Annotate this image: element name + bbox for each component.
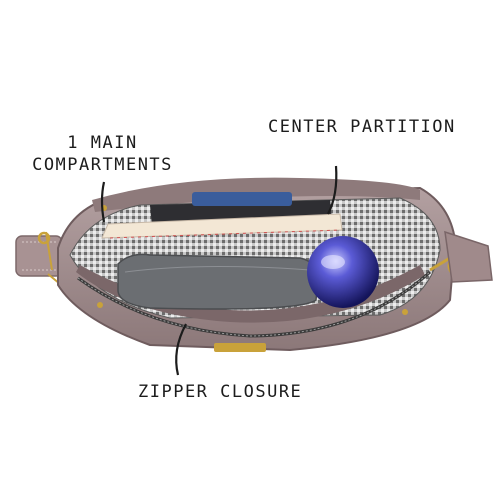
callout-main-line1: 1 MAIN (67, 133, 138, 153)
callout-main-compartments: 1 MAIN COMPARTMENTS (20, 132, 185, 176)
pointer-zipper (175, 323, 187, 376)
card-holder (117, 253, 319, 310)
callout-zipper-closure: ZIPPER CLOSURE (138, 382, 303, 402)
pointer-center (327, 165, 338, 215)
left-strap (15, 231, 63, 285)
zipper-pull (429, 230, 493, 283)
callout-center-partition: CENTER PARTITION (268, 117, 456, 137)
notebook (101, 213, 343, 239)
brand-plaque (214, 343, 266, 352)
pointer-main (100, 181, 106, 223)
sphere-bottle (307, 236, 379, 308)
callout-main-line2: COMPARTMENTS (32, 155, 173, 175)
